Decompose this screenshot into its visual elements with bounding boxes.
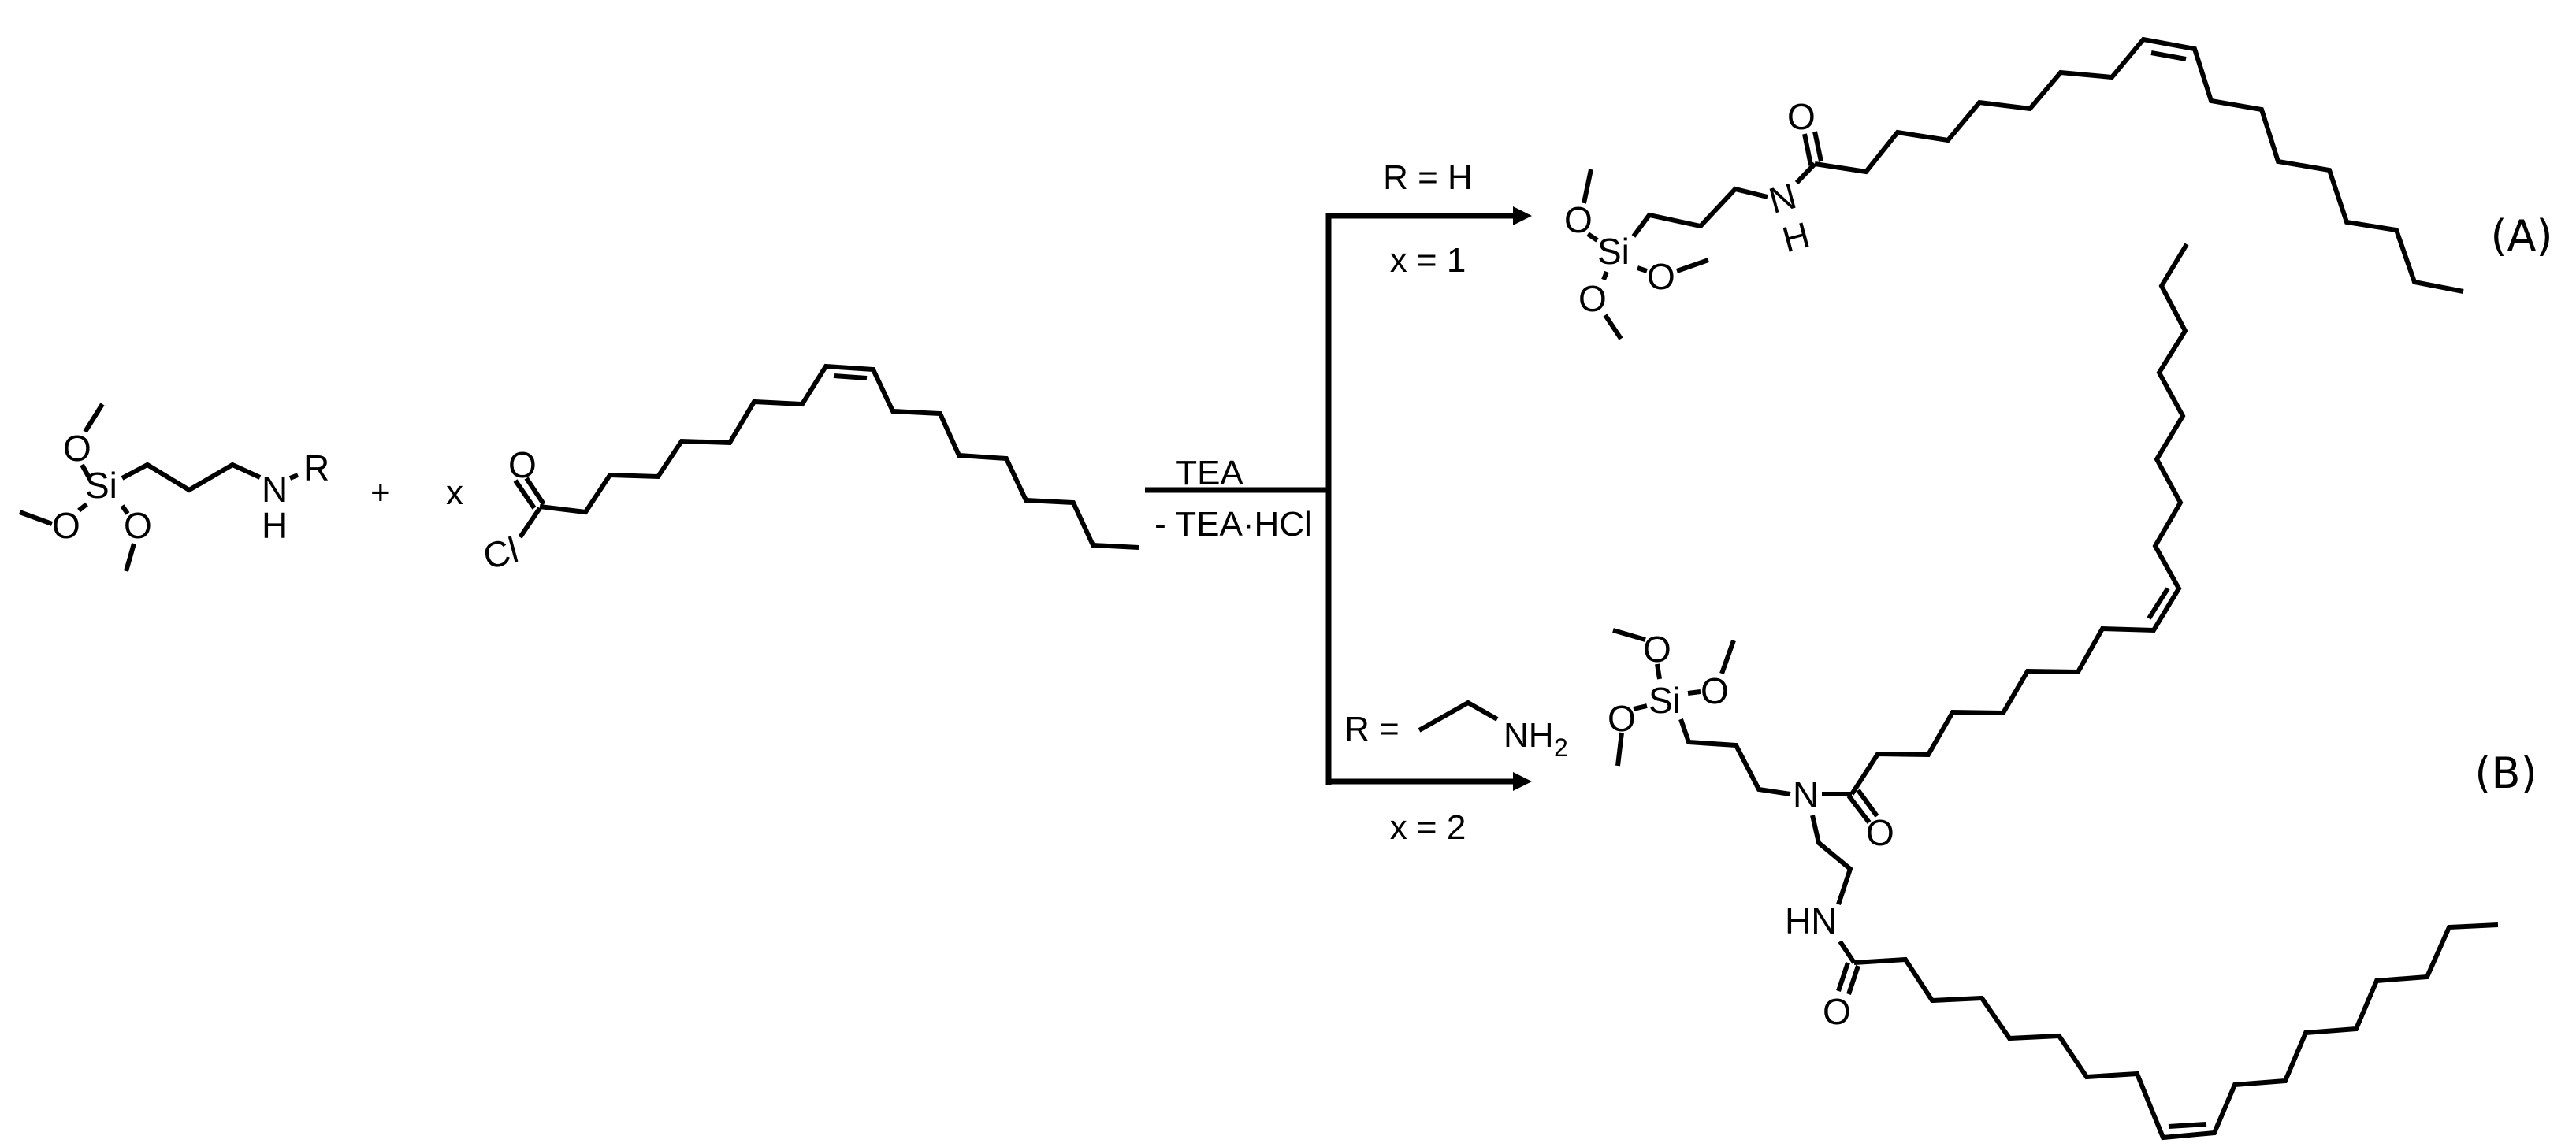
svg-text:2: 2 — [1554, 733, 1568, 762]
reactant-silane-amine: O Si O O N H R — [18, 403, 329, 572]
atom-si: Si — [1597, 231, 1630, 272]
atom-n: N — [262, 469, 288, 510]
reactant-oleoyl-chloride: O Cl — [479, 363, 1139, 577]
atom-o-left: O — [1608, 698, 1636, 739]
product-a-label: (A) — [2490, 211, 2552, 261]
branch-b-r-label: R = NH 2 — [1344, 700, 1568, 762]
product-a: O Si O O N H O — [1564, 36, 2464, 340]
atom-si: Si — [85, 465, 117, 506]
atom-o-left: O — [52, 505, 80, 546]
atom-o-bottom: O — [1578, 278, 1607, 319]
atom-o-carbonyl: O — [508, 444, 537, 485]
atom-o-top: O — [63, 428, 91, 469]
atom-o-top: O — [1643, 629, 1671, 670]
atom-o-carbonyl-1: O — [1866, 812, 1894, 853]
plus-sign: + — [370, 473, 391, 512]
atom-n: N — [1764, 175, 1801, 221]
svg-text:NH: NH — [1504, 716, 1554, 755]
atom-h: H — [1778, 214, 1814, 261]
branch-a-r-label: R = H — [1383, 158, 1473, 197]
reagent-label: TEA — [1176, 454, 1243, 492]
atom-hn: HN — [1785, 900, 1837, 941]
atom-o-top: O — [1564, 199, 1593, 240]
atom-o-carbonyl: O — [1787, 96, 1816, 137]
svg-text:R =: R = — [1344, 710, 1400, 748]
reaction-arrows — [1145, 206, 1532, 791]
atom-si: Si — [1649, 680, 1681, 721]
atom-r: R — [303, 447, 329, 488]
product-b-label: (B) — [2474, 748, 2537, 798]
atom-h: H — [262, 505, 288, 546]
branch-b-x-label: x = 2 — [1390, 808, 1466, 847]
product-b: O Si O O N O HN O — [1608, 243, 2499, 1141]
atom-o-right: O — [1701, 670, 1729, 711]
atom-o-carbonyl-2: O — [1823, 991, 1851, 1032]
atom-o-bottom: O — [124, 505, 152, 546]
byproduct-label: - TEA·HCl — [1154, 505, 1312, 544]
coefficient-x: x — [446, 473, 463, 512]
atom-n: N — [1793, 774, 1819, 815]
branch-a-x-label: x = 1 — [1390, 241, 1466, 280]
atom-cl: Cl — [479, 529, 522, 577]
atom-o-right: O — [1647, 256, 1675, 297]
